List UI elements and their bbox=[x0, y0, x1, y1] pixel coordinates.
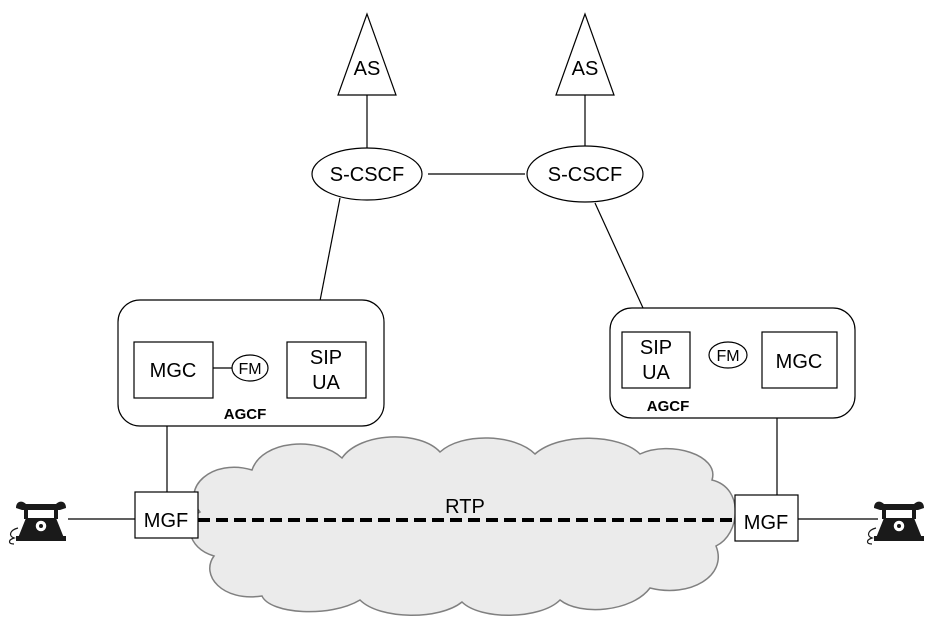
fm-right-label: FM bbox=[716, 348, 739, 365]
mgc-right-box bbox=[761, 331, 838, 389]
fm-left-ellipse bbox=[231, 354, 269, 382]
scscf-label-right: S-CSCF bbox=[548, 164, 622, 186]
fm-right-ellipse bbox=[708, 341, 748, 369]
sipua-right-line1: SIP bbox=[640, 337, 672, 359]
as-label-left: AS bbox=[354, 58, 381, 80]
mgc-left-label: MGC bbox=[150, 360, 197, 382]
telephone-icon-left bbox=[8, 501, 66, 545]
mgf-left: MGF bbox=[134, 491, 199, 539]
as-node-left: AS bbox=[337, 12, 397, 96]
scscf-label-left: S-CSCF bbox=[330, 164, 404, 186]
mgf-right: MGF bbox=[734, 494, 799, 542]
telephone-icon-right bbox=[866, 501, 924, 545]
as-node-right: AS bbox=[555, 12, 615, 96]
sipua-left-box bbox=[286, 341, 367, 399]
scscf-node-right: S-CSCF bbox=[526, 145, 644, 203]
sipua-right-line2: UA bbox=[642, 362, 670, 384]
mgf-left-label: MGF bbox=[144, 510, 188, 532]
mgf-right-label: MGF bbox=[744, 512, 788, 534]
sipua-right-box bbox=[621, 331, 691, 389]
agcf-right-label: AGCF bbox=[647, 398, 690, 415]
scscf-node-left: S-CSCF bbox=[311, 147, 423, 201]
sipua-left-line1: SIP bbox=[310, 347, 342, 369]
mgc-right-label: MGC bbox=[776, 351, 823, 373]
sipua-left-line2: UA bbox=[312, 372, 340, 394]
agcf-left: MGC FM SIP UA AGCF bbox=[117, 299, 385, 427]
rtp-label: RTP bbox=[445, 496, 485, 518]
network-cloud bbox=[189, 436, 736, 616]
agcf-right: SIP UA FM MGC AGCF bbox=[609, 307, 856, 419]
agcf-left-label: AGCF bbox=[224, 406, 267, 423]
fm-left-label: FM bbox=[238, 361, 261, 378]
as-label-right: AS bbox=[572, 58, 599, 80]
mgc-left-box bbox=[133, 341, 214, 399]
